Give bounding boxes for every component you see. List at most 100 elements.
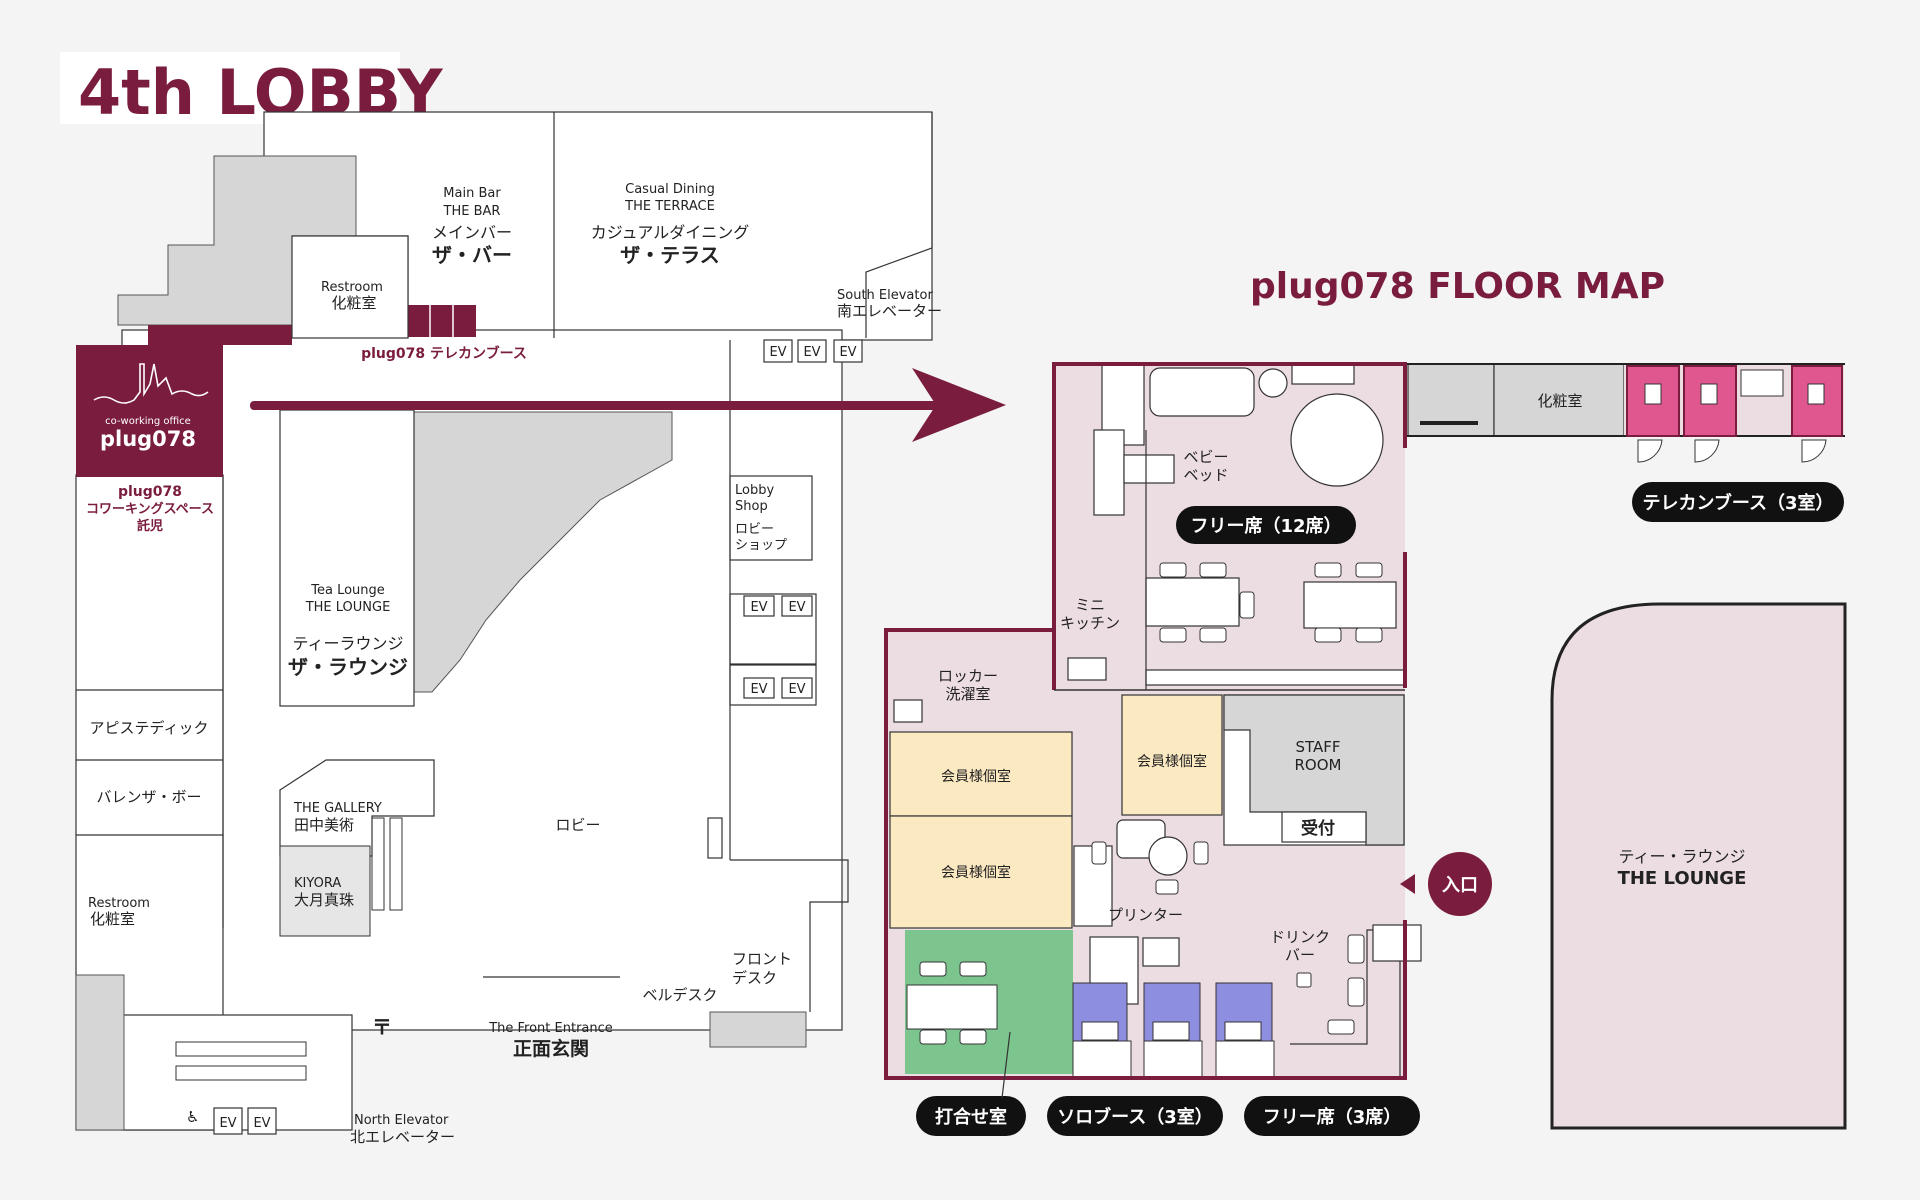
baby-bed-2: ベッド <box>1183 466 1228 484</box>
telecon-label-lobby: plug078 テレカンブース <box>361 345 527 362</box>
free-seats-12-label: フリー席（12席） <box>1190 515 1341 537</box>
restroom-top-room <box>291 235 409 339</box>
telecon-booths-lobby <box>408 305 476 337</box>
apiste-label: アピステディック <box>90 719 209 737</box>
post-mark: 〒 <box>372 1015 392 1039</box>
terrace-ja2: ザ・テラス <box>620 243 720 267</box>
restroom-bottom-en: Restroom <box>88 896 150 911</box>
logo-tagline: co-working office <box>105 416 191 427</box>
north-elevator-en: North Elevator <box>354 1113 449 1128</box>
south-elevator-en: South Elevator <box>837 288 933 303</box>
pill-free-seats-12: フリー席（12席） <box>1176 506 1356 544</box>
lobby-gray-areas <box>75 155 807 1131</box>
ev-label: EV <box>219 1116 236 1131</box>
coworking-label-3: 託児 <box>137 518 163 534</box>
pill-telecon-booth: テレカンブース（3室） <box>1632 482 1844 522</box>
main-bar-ja2: ザ・バー <box>432 243 512 267</box>
front-entrance-en: The Front Entrance <box>488 1021 613 1036</box>
terrace-en2: THE TERRACE <box>624 199 715 214</box>
south-elevator-ja: 南エレベーター <box>837 302 942 320</box>
pill-free-seats-3: フリー席（3席） <box>1244 1096 1420 1136</box>
pill-meeting-room: 打合せ室 <box>916 1096 1026 1136</box>
ev-label: EV <box>788 682 805 697</box>
staff-room-2: ROOM <box>1295 756 1342 774</box>
meeting-room-label: 打合せ室 <box>935 1106 1007 1128</box>
front-desk-1: フロント <box>732 950 792 968</box>
restroom-top-ja: 化粧室 <box>331 294 376 312</box>
coworking-area <box>76 345 223 477</box>
terrace-en1: Casual Dining <box>625 182 715 197</box>
telecon-strip <box>148 325 292 345</box>
main-bar-ja1: メインバー <box>432 223 512 242</box>
entrance-marker: 入口 <box>1400 852 1492 916</box>
escalators <box>175 817 403 1081</box>
front-desk-2: デスク <box>732 969 777 987</box>
north-elevator-ja: 北エレベーター <box>350 1128 455 1146</box>
ev-label: EV <box>769 345 786 360</box>
tea-lounge-ja1: ティーラウンジ <box>292 634 403 653</box>
main-bar-en1: Main Bar <box>443 186 501 201</box>
ev-label: EV <box>750 682 767 697</box>
entrance-arrow-icon <box>1400 874 1415 894</box>
front-entrance-ja: 正面玄関 <box>513 1037 589 1060</box>
chairs <box>919 562 1383 1045</box>
lobby-shop-en2: Shop <box>735 499 768 514</box>
logo-name: plug078 <box>100 427 196 451</box>
coworking-label-1: plug078 <box>118 484 182 500</box>
lobby-shop-ja1: ロビー <box>735 522 774 537</box>
lobby-area-label: ロビー <box>555 816 600 834</box>
ev-label: EV <box>788 600 805 615</box>
lounge-en: THE LOUNGE <box>1618 868 1747 889</box>
staff-room-1: STAFF <box>1295 738 1340 756</box>
direction-arrow <box>250 368 1006 442</box>
pill-solo-booth: ソロブース（3室） <box>1047 1096 1223 1136</box>
solo-booth-label: ソロブース（3室） <box>1057 1106 1213 1128</box>
lobby-shop-en1: Lobby <box>735 483 774 498</box>
ev-label: EV <box>803 345 820 360</box>
mini-kitchen-2: キッチン <box>1060 614 1120 632</box>
plug078-logo: co-working office plug078 <box>93 363 209 451</box>
lounge-ja: ティー・ラウンジ <box>1618 847 1745 866</box>
tea-lounge-en2: THE LOUNGE <box>305 600 391 615</box>
kiyora-en: KIYORA <box>294 876 341 891</box>
coworking-label-2: コワーキングスペース <box>86 501 214 517</box>
kiyora-ja: 大月真珠 <box>294 891 354 909</box>
kiyora-shop <box>279 845 371 937</box>
telecon-booth-label: テレカンブース（3室） <box>1642 492 1833 514</box>
reception-desk <box>1281 811 1367 843</box>
locker-2: 洗濯室 <box>945 685 990 703</box>
floor-title: plug078 FLOOR MAP <box>1250 266 1665 307</box>
lounge-area <box>1550 602 1847 1130</box>
private-rooms <box>889 694 1223 929</box>
reception-label: 受付 <box>1301 818 1335 839</box>
telecon-booths <box>1626 365 1843 437</box>
entrance-label: 入口 <box>1442 875 1478 896</box>
gallery-en: THE GALLERY <box>293 801 382 816</box>
tea-lounge-en1: Tea Lounge <box>310 583 385 598</box>
private-room-2: 会員様個室 <box>941 864 1011 881</box>
private-room-3: 会員様個室 <box>1137 753 1207 770</box>
private-room-1: 会員様個室 <box>941 768 1011 785</box>
locker-1: ロッカー <box>938 667 998 685</box>
balenza-label: バレンザ・ボー <box>96 788 201 806</box>
restroom-label: 化粧室 <box>1537 392 1582 410</box>
elevator-boxes <box>213 339 863 1135</box>
gallery-ja: 田中美術 <box>294 816 354 834</box>
lobby-shop-ja2: ショップ <box>735 538 787 553</box>
bell-desk: ベルデスク <box>642 986 717 1004</box>
drink-bar-1: ドリンク <box>1270 928 1330 946</box>
mini-kitchen-1: ミニ <box>1075 596 1105 614</box>
drink-bar-counter <box>1290 929 1401 1078</box>
free-seats-3-label: フリー席（3席） <box>1263 1106 1402 1128</box>
baby-bed-1: ベビー <box>1183 448 1228 466</box>
wheelchair-icon: ♿ <box>186 1108 199 1126</box>
gray-room <box>1407 363 1495 437</box>
skyline-icon <box>93 363 209 404</box>
printer-label: プリンター <box>1108 906 1183 924</box>
terrace-ja1: カジュアルダイニング <box>591 223 749 242</box>
restroom-top-en: Restroom <box>321 280 383 295</box>
ev-label: EV <box>750 600 767 615</box>
coworking-walls <box>884 362 1407 1080</box>
main-bar-en2: THE BAR <box>443 204 501 219</box>
